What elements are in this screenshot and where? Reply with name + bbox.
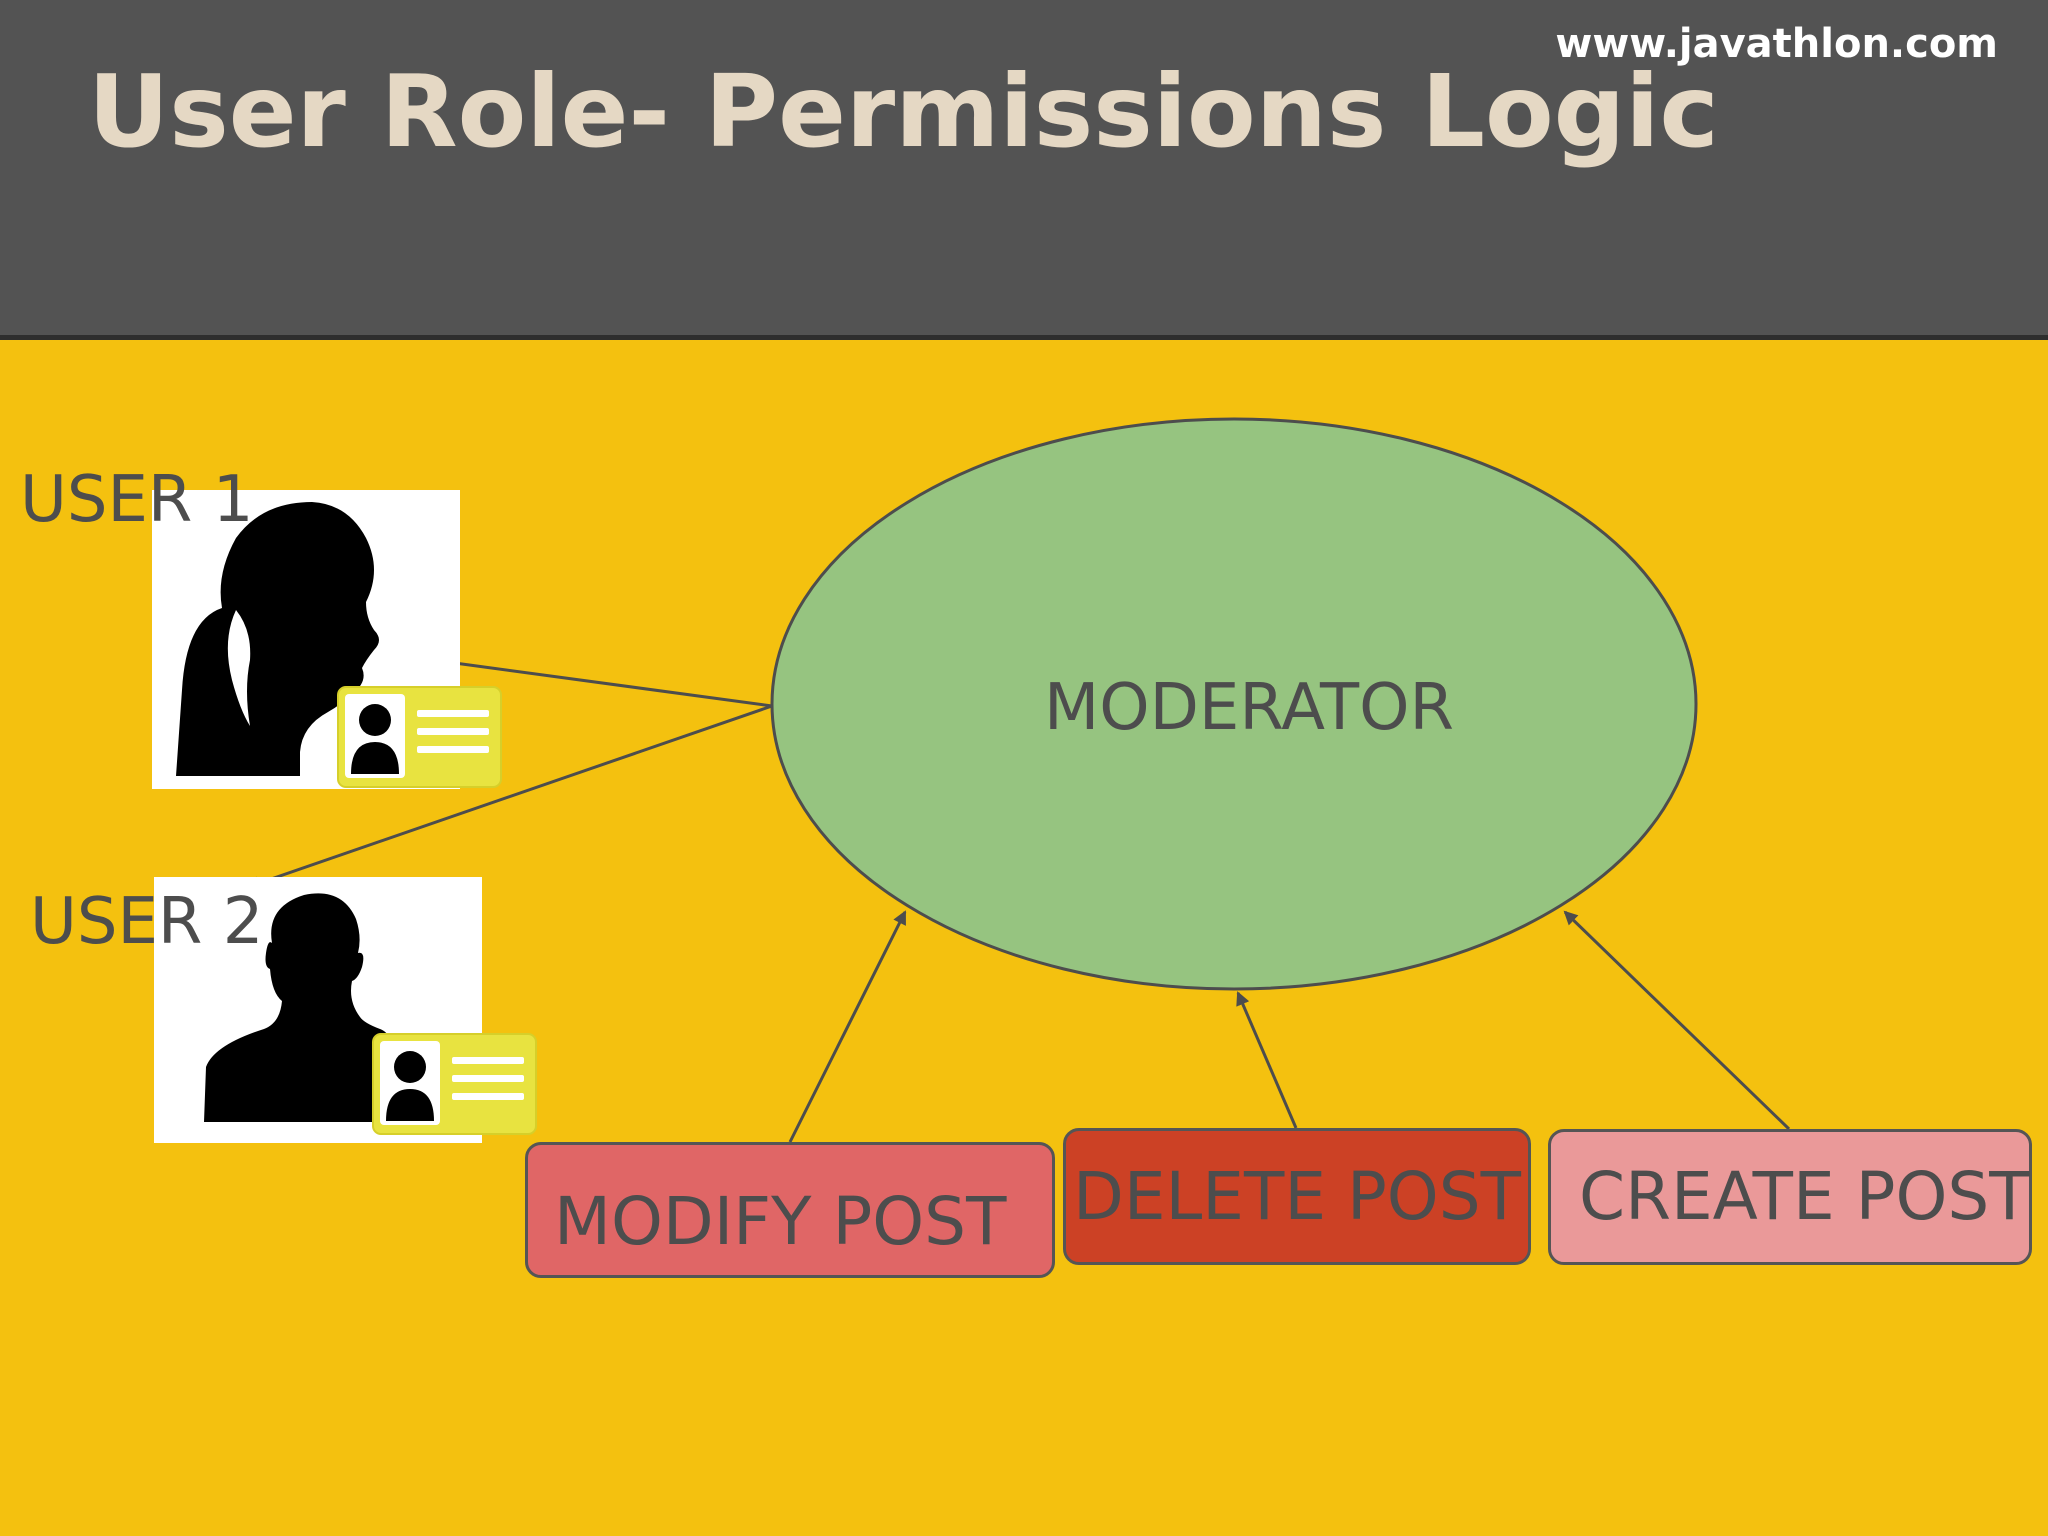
- header-bar: User Role- Permissions Logic www.javathl…: [0, 0, 2048, 335]
- user-1-id-card-icon: [337, 686, 502, 788]
- arrow-moderator-to-user-2: [246, 704, 773, 890]
- header-divider: [0, 335, 2048, 340]
- slide-title: User Role- Permissions Logic: [88, 53, 1719, 170]
- permission-modify-post: MODIFY POST: [525, 1142, 1055, 1278]
- arrow-modify-to-moderator: [788, 910, 907, 1143]
- arrow-delete-to-moderator: [1236, 991, 1298, 1129]
- moderator-role-node: [770, 417, 1698, 991]
- user-1-label: USER 1: [20, 463, 254, 537]
- moderator-label: MODERATOR: [1044, 671, 1454, 745]
- permission-delete-post: DELETE POST: [1063, 1128, 1531, 1265]
- site-url: www.javathlon.com: [1555, 21, 1998, 67]
- permission-create-post: CREATE POST: [1548, 1129, 2032, 1265]
- permission-modify-post-label: MODIFY POST: [554, 1183, 1007, 1260]
- user-2-id-card-icon: [372, 1033, 537, 1135]
- permission-create-post-label: CREATE POST: [1579, 1158, 2030, 1235]
- permission-delete-post-label: DELETE POST: [1073, 1157, 1521, 1235]
- user-2-photo: [154, 877, 482, 1143]
- male-silhouette-icon: [154, 877, 482, 1143]
- arrow-moderator-to-user-1: [438, 655, 773, 708]
- user-2-label: USER 2: [30, 885, 264, 959]
- arrow-create-to-moderator: [1563, 910, 1791, 1131]
